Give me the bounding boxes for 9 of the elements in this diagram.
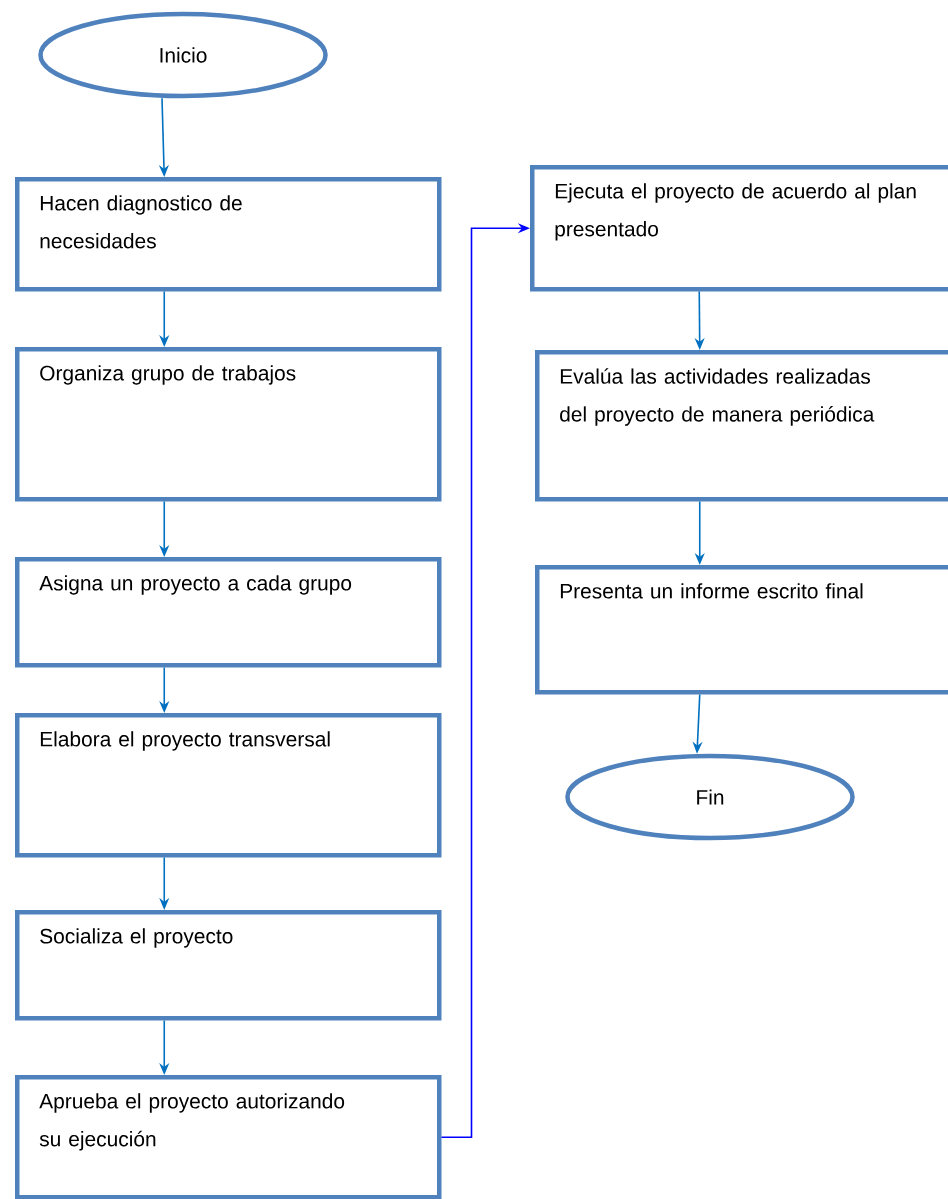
- process-box: Presenta un informe escrito final: [535, 565, 948, 695]
- process-box: Ejecuta el proyecto de acuerdo al plan presentado: [530, 165, 948, 292]
- process-box: Elabora el proyecto transversal: [15, 713, 442, 858]
- process-box: Hacen diagnostico de necesidades: [15, 177, 442, 292]
- process-box: Evalúa las actividades realizadas del proyecto de manera periódica: [535, 350, 948, 502]
- process-box: Aprueba el proyecto autorizando su ejecución: [15, 1075, 442, 1199]
- process-box: Asigna un proyecto a cada grupo: [15, 557, 442, 668]
- process-box: Organiza grupo de trabajos: [15, 347, 442, 502]
- process-box: Socializa el proyecto: [15, 910, 442, 1021]
